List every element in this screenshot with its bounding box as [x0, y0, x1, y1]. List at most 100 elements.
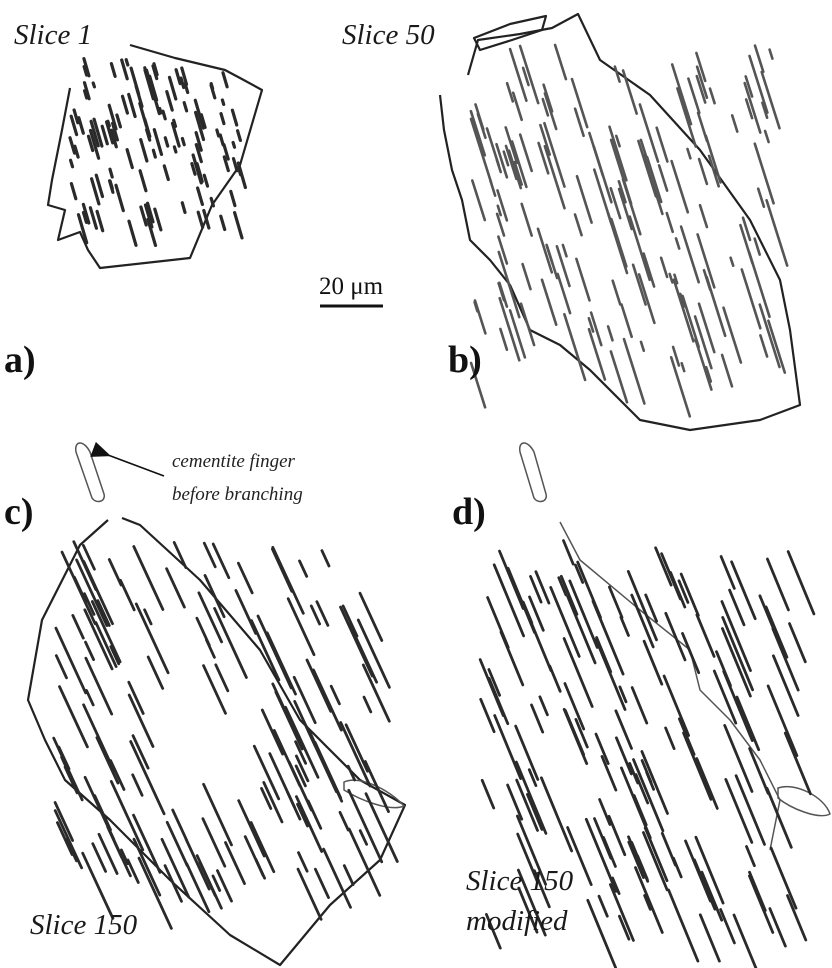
panel-b-lamella	[755, 144, 774, 204]
panel-d-lamella	[700, 915, 719, 961]
panel-d-lamella	[482, 780, 494, 808]
panel-c-lamella	[165, 866, 182, 902]
panel-b-lamella	[623, 71, 637, 114]
panel-b-lamella	[520, 135, 532, 171]
panel-a-lamella	[129, 221, 136, 245]
panel-d-lamella	[551, 587, 580, 656]
panel-d-lamella	[732, 562, 756, 619]
panel-a-lamella	[127, 150, 132, 168]
panel-d-slice-label-line-2: modified	[466, 905, 568, 937]
annotation-arrow	[108, 455, 164, 476]
panel-d-lamella	[656, 548, 672, 585]
panel-a-lamella	[164, 166, 168, 180]
panel-b-lamella	[472, 181, 485, 221]
panel-b-lamella	[610, 127, 627, 181]
panel-c-lamellae	[54, 542, 398, 929]
panel-d-lamella	[666, 728, 675, 749]
panel-d-lamella	[664, 676, 689, 736]
panel-b-lamella	[555, 45, 566, 79]
panel-d-lamella	[768, 686, 797, 756]
panel-d: Slice 150 modified d)	[452, 443, 830, 968]
panel-c-lamella	[344, 866, 353, 885]
panel-a-lamellae	[70, 59, 245, 246]
panel-d-lamella	[662, 554, 681, 599]
panel-b-lamella	[770, 50, 773, 59]
panel-c: Slice 150 c)	[4, 443, 405, 965]
panel-d-lamella	[481, 699, 494, 731]
panel-a-lamella	[102, 126, 107, 144]
panel-a-lamella	[129, 94, 135, 116]
panel-c-lamella	[121, 580, 135, 610]
panel-c-lamella	[346, 725, 367, 771]
panel-a-lamella	[220, 135, 223, 145]
panel-b-lamella	[542, 280, 556, 325]
panel-c-lamella	[331, 686, 339, 704]
panel-d-lamella	[541, 778, 571, 851]
panel-d-lamella	[771, 848, 796, 908]
panel-c-lamella	[186, 840, 209, 890]
panel-d-lamella	[636, 868, 663, 933]
panel-d-lamella	[749, 876, 772, 933]
panel-c-lamella	[129, 695, 153, 747]
panel-a-lamella	[238, 167, 240, 175]
panel-c-lamella	[343, 606, 357, 636]
panel-d-lamella	[599, 896, 607, 916]
panel-c-lamella	[364, 697, 371, 712]
panel-c-lamella	[55, 811, 81, 868]
panel-c-lamella	[167, 569, 185, 607]
panel-c-lamella	[213, 876, 220, 891]
panel-b-lamella	[507, 83, 513, 101]
panel-b-lamella	[575, 215, 582, 236]
panel-c-lamella	[73, 615, 84, 638]
panel-c-lamella	[272, 549, 291, 591]
panel-d-lamella	[788, 552, 814, 614]
panel-d-lamella	[565, 684, 584, 730]
panel-b-lamella	[760, 335, 767, 356]
panel-b-lamellae	[471, 45, 787, 416]
panel-b-lamella	[661, 258, 667, 277]
panel-c-lamella	[200, 863, 215, 896]
panel-c-lamella	[204, 666, 226, 714]
panel-d-lamella	[642, 752, 668, 814]
panel-d-lamella	[602, 756, 616, 790]
panel-d-lamella	[747, 847, 755, 866]
panel-b-lamella	[608, 326, 612, 340]
panel-b: Slice 50 b)	[342, 14, 800, 430]
panel-a-lamella	[117, 115, 121, 127]
panel-d-lamella	[726, 779, 752, 842]
panel-a-lamella	[217, 130, 219, 136]
panel-d-lamella	[609, 816, 625, 854]
panel-d-lamella	[697, 759, 718, 809]
panel-d-lamella	[632, 688, 647, 724]
panel-c-lamella	[60, 687, 88, 747]
panel-d-lamella	[702, 872, 722, 920]
panel-c-lamella	[217, 871, 231, 902]
panel-d-lamella	[600, 800, 610, 825]
panel-b-lamella	[699, 304, 714, 352]
panel-d-lamella	[785, 733, 810, 794]
panel-b-letter: b)	[448, 339, 482, 381]
panel-a-lamella	[93, 83, 94, 87]
scale-bar-label: 20 μm	[319, 273, 384, 300]
panel-a-lamella	[126, 60, 128, 65]
panel-c-lamella	[56, 628, 86, 693]
panel-c-lamella	[322, 551, 329, 566]
panel-b-lamella	[563, 245, 567, 256]
panel-b-lamella	[667, 213, 673, 232]
panel-b-lamella	[624, 339, 644, 403]
panel-b-lamella	[707, 277, 726, 336]
panel-b-lamella	[613, 281, 621, 305]
panel-a-lamella	[176, 70, 180, 84]
panel-c-lamella	[134, 547, 163, 610]
panel-b-lamella	[647, 157, 661, 202]
panel-d-lamella	[730, 590, 744, 625]
panel-d-lamella	[532, 705, 543, 732]
panel-a-letter: a)	[4, 339, 36, 381]
cementite-annotation: cementite finger before branching	[108, 451, 303, 505]
panel-d-lamella	[540, 697, 548, 715]
panel-b-lamella	[616, 136, 619, 146]
panel-a-lamella	[222, 100, 223, 104]
panel-d-lamella	[770, 909, 786, 947]
panel-c-lamella	[204, 784, 232, 845]
panel-a-lamella	[211, 85, 215, 98]
